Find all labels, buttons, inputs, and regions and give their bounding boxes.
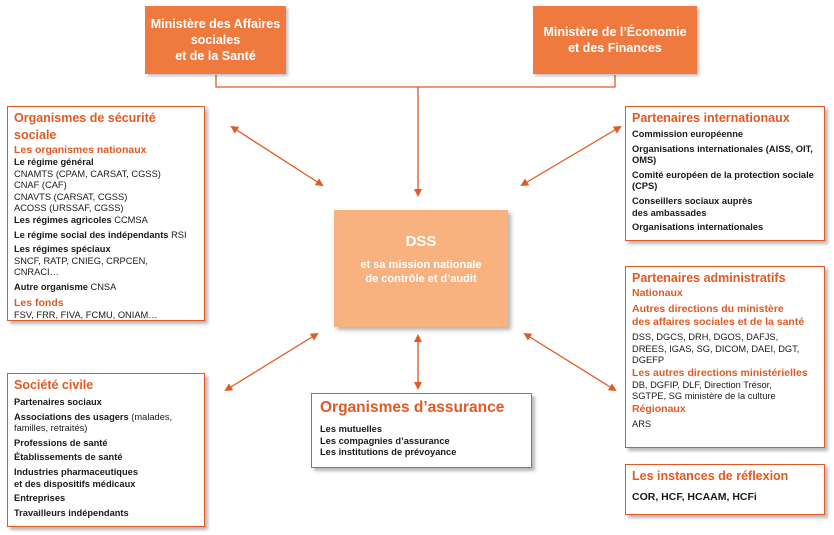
civile-usagers-value: (malades, [128,411,173,422]
secu-independants-label: Le régime social des indépendants [14,229,169,240]
secu-cnaf: CNAF (CAF) [14,180,67,191]
civile-entreprises: Entreprises [14,493,66,504]
international-item: des ambassades [632,207,707,218]
secu-fonds-title: Les fonds [14,296,64,309]
arrow-dss-international [520,125,622,187]
international-panel: Partenaires internationaux Commission eu… [625,106,825,241]
arrow-dss-administratifs [523,332,617,392]
arrow-dss-civile [224,332,319,392]
administratifs-min-line2: SGTPE, SG ministère de la culture [632,391,776,402]
administratifs-dir-line2: DREES, IGAS, SG, DICOM, DAEI, DGT, [632,343,800,354]
international-item: Comité européen de la protection sociale [632,169,814,180]
ministries-bracket [215,75,616,88]
administratifs-autres-dir-line1: Autres directions du ministère [632,303,784,315]
international-item: Conseillers sociaux auprès [632,195,753,206]
ministry-social-affairs-line2: et de la Santé [175,49,256,63]
assurance-item: Les institutions de prévoyance [320,447,457,458]
secu-nationaux-title: Les organismes nationaux [14,144,147,156]
ministry-economy-line2: et des Finances [568,41,662,55]
instances-title: Les instances de réflexion [632,469,789,483]
ministry-economy-box: Ministère de l’Économie et des Finances [533,6,697,74]
civile-etablissements: Établissements de santé [14,452,123,463]
dss-box: DSS et sa mission nationale de contrôle … [334,210,508,327]
administratifs-min-title: Les autres directions ministérielles [632,366,808,379]
administratifs-regionaux: Régionaux [632,402,686,415]
civile-usagers-label: Associations des usagers [14,411,129,422]
secu-speciaux-line1: SNCF, RATP, CNIEG, CRPCEN, [14,255,148,266]
international-item: Commission européenne [632,129,744,139]
secu-agricoles-value: CCMSA [111,214,148,225]
administratifs-dir-line3: DGEFP [632,355,665,366]
assurance-item: Les mutuelles [320,424,383,434]
civile-usagers-line2: familles, retraités) [14,423,88,434]
secu-agricoles: Les régimes agricoles CCMSA [14,215,198,227]
secu-independants: Le régime social des indépendants RSI [14,230,198,242]
international-item: (CPS) [632,181,658,192]
administratifs-min-line1: DB, DGFIP, DLF, Direction Trésor, [632,379,772,390]
instances-panel: Les instances de réflexion COR, HCF, HCA… [625,464,825,515]
civile-professions: Professions de santé [14,437,108,448]
administratifs-panel: Partenaires administratifs Nationaux Aut… [625,266,825,448]
arrow-dss-secu [230,125,324,187]
secu-autre-label: Autre organisme [14,281,88,292]
secu-independants-value: RSI [168,229,187,240]
administratifs-ars: ARS [632,418,652,429]
ministry-social-affairs-box: Ministère des Affaires sociales et de la… [145,6,286,74]
administratifs-dir-line1: DSS, DGCS, DRH, DGOS, DAFJS, [632,332,779,342]
secu-fonds-value: FSV, FRR, FIVA, FCMU, ONIAM… [14,309,158,320]
secu-panel: Organismes de sécurité sociale Les organ… [7,106,205,321]
administratifs-title: Partenaires administratifs [632,271,786,285]
secu-autre: Autre organisme CNSA [14,282,198,294]
international-title: Partenaires internationaux [632,111,790,125]
civile-travailleurs: Travailleurs indépendants [14,507,129,518]
international-item: Organisations internationales (AISS, OIT… [632,143,813,154]
civile-industries-line1: Industries pharmaceutiques [14,466,138,477]
international-item: OMS) [632,155,657,166]
secu-cnavts: CNAVTS (CARSAT, CGSS) [14,191,128,202]
civile-usagers: Associations des usagers (malades, [14,412,198,424]
secu-autre-value: CNSA [87,281,117,292]
civile-title: Société civile [14,378,94,392]
assurance-item: Les compagnies d’assurance [320,435,450,446]
civile-panel: Société civile Partenaires sociaux Assoc… [7,373,205,527]
civile-industries-line2: et des dispositifs médicaux [14,478,136,489]
dss-line1: et sa mission nationale [360,259,482,271]
dss-title: DSS [405,233,437,250]
secu-title: Organismes de sécurité sociale [14,111,156,142]
instances-value: COR, HCF, HCAAM, HCFi [632,491,757,503]
secu-cnamts: CNAMTS (CPAM, CARSAT, CGSS) [14,168,161,179]
secu-acoss: ACOSS (URSSAF, CGSS) [14,203,124,214]
secu-regime-general: Le régime général [14,157,94,167]
secu-speciaux-line2: CNRACI… [14,267,59,278]
civile-partenaires: Partenaires sociaux [14,397,102,407]
assurance-title: Organismes d’assurance [320,399,505,416]
administratifs-nationaux: Nationaux [632,287,683,299]
international-item: Organisations internationales [632,222,764,233]
administratifs-autres-dir-line2: des affaires sociales et de la santé [632,316,805,328]
dss-line2: de contrôle et d’audit [365,273,477,285]
secu-agricoles-label: Les régimes agricoles [14,214,112,225]
secu-speciaux-label: Les régimes spéciaux [14,244,111,255]
ministry-economy-line1: Ministère de l’Économie [543,25,687,39]
ministry-social-affairs-line1: Ministère des Affaires sociales [150,17,281,47]
assurance-panel: Organismes d’assurance Les mutuelles Les… [311,393,532,468]
